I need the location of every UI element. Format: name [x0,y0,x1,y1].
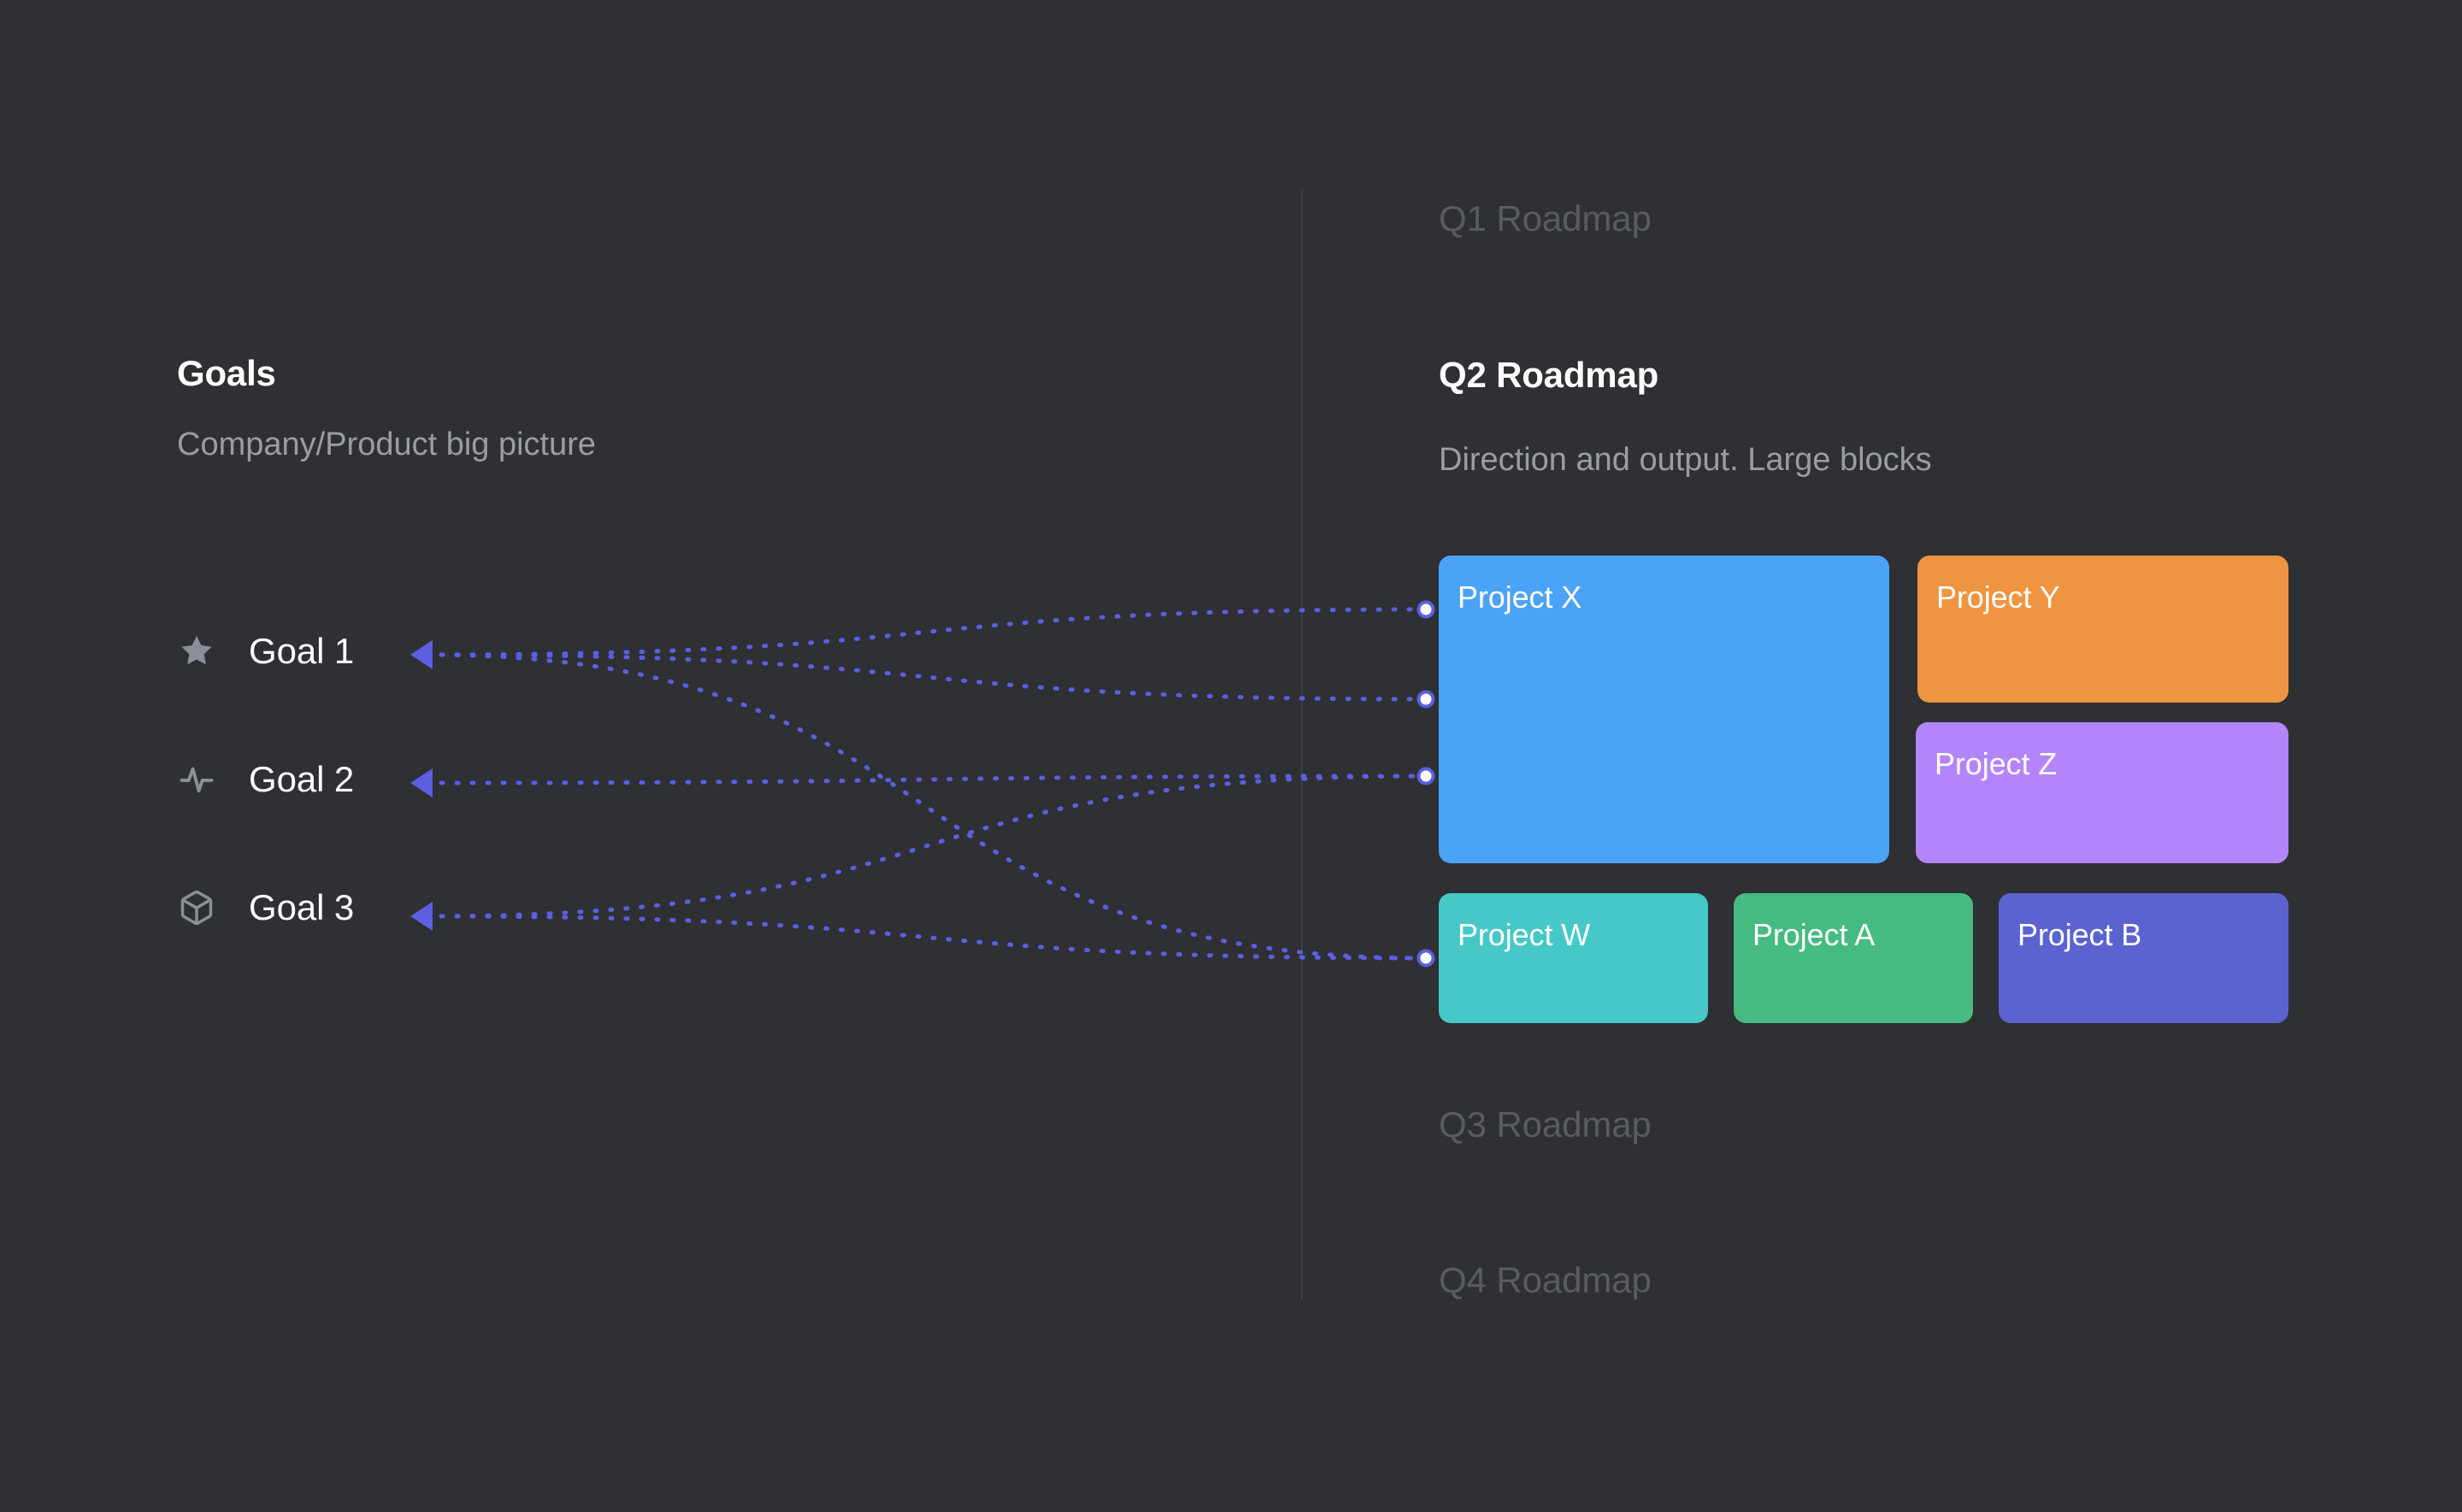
goal-item-3[interactable]: Goal 3 [177,878,354,938]
connection-arrowhead [410,640,433,669]
connection-endpoint-dot[interactable] [1417,767,1435,785]
goal-item-1[interactable]: Goal 1 [177,621,354,681]
roadmap-header-q2[interactable]: Q2 Roadmap [1439,355,1659,395]
goal-item-2-label: Goal 2 [249,759,355,799]
project-card-a-label: Project A [1752,917,1876,952]
connection-endpoint-dot[interactable] [1417,690,1435,709]
goals-subtitle: Company/Product big picture [177,427,597,463]
connection-line [423,914,1428,961]
project-card-w-label: Project W [1458,917,1591,952]
connection-arrowhead [410,768,433,797]
goals-title: Goals [177,353,276,393]
connection-arrowhead [410,902,433,931]
roadmap-subtitle-q2: Direction and output. Large blocks [1439,442,1932,478]
connection-line [423,652,1428,702]
project-card-b[interactable]: Project B [1999,893,2288,1023]
connection-line [423,652,1428,961]
project-card-z[interactable]: Project Z [1916,722,2288,863]
cube-icon [177,888,216,927]
star-icon [177,632,216,671]
connection-line [423,774,1428,785]
connection-endpoint-dot[interactable] [1417,949,1435,968]
goal-item-3-label: Goal 3 [249,887,355,927]
project-card-y[interactable]: Project Y [1917,556,2288,703]
goals-panel-header: Goals Company/Product big picture [177,353,597,463]
project-card-a[interactable]: Project A [1734,893,1973,1023]
roadmap-header-q3[interactable]: Q3 Roadmap [1439,1104,1652,1144]
project-card-x-label: Project X [1458,580,1582,615]
goal-list: Goal 1 Goal 2 Goal 3 [177,621,354,938]
goal-item-1-label: Goal 1 [249,631,355,671]
connection-line [423,607,1428,657]
project-card-b-label: Project B [2017,917,2142,952]
activity-icon [177,760,216,799]
roadmap-header-q1[interactable]: Q1 Roadmap [1439,198,1652,238]
project-card-z-label: Project Z [1935,746,2058,781]
project-card-x[interactable]: Project X [1439,556,1889,863]
goal-item-2[interactable]: Goal 2 [177,750,354,809]
column-divider [1301,190,1303,1299]
project-card-w[interactable]: Project W [1439,893,1708,1023]
connection-line [423,774,1428,919]
connection-endpoint-dot[interactable] [1417,600,1435,619]
project-card-y-label: Project Y [1936,580,2060,615]
roadmap-header-q4[interactable]: Q4 Roadmap [1439,1260,1652,1300]
